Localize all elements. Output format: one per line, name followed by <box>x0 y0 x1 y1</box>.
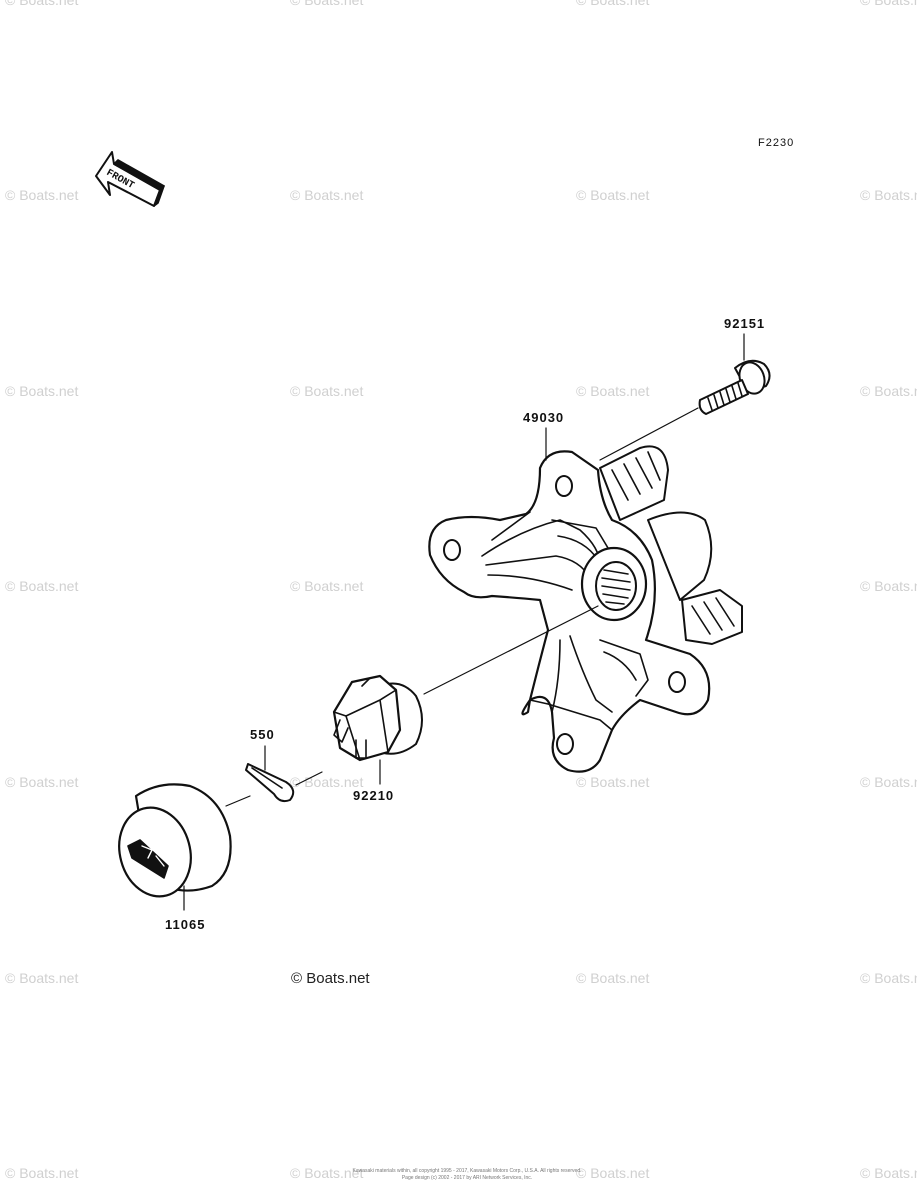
watermark: © Boats.net <box>290 383 364 399</box>
part-label-49030[interactable]: 49030 <box>523 410 565 425</box>
watermark: © Boats.net <box>290 578 364 594</box>
assembly-lines <box>183 333 745 911</box>
front-arrow-icon: FRONT <box>95 151 165 207</box>
diagram-reference: F2230 <box>758 137 795 149</box>
watermark: © Boats.net <box>290 187 364 203</box>
watermark: © Boats.net <box>576 1165 650 1181</box>
cotter-pin-550 <box>245 763 295 803</box>
watermark: © Boats.net <box>576 0 650 8</box>
watermark: © Boats.net <box>576 187 650 203</box>
watermark: © Boats.net <box>5 383 79 399</box>
copyright-notice: Kawasaki materials within, all copyright… <box>352 1168 582 1181</box>
watermark: © Boats.net <box>860 970 917 986</box>
watermark: © Boats.net <box>5 1165 79 1181</box>
watermark: © Boats.net <box>5 970 79 986</box>
castle-nut-92210 <box>332 674 423 762</box>
watermark: © Boats.net <box>576 383 650 399</box>
watermark: © Boats.net <box>5 774 79 790</box>
watermark: © Boats.net <box>5 0 79 8</box>
watermark: © Boats.net <box>290 1165 364 1181</box>
boats-net-watermark: © Boats.net <box>291 970 370 987</box>
part-label-92210[interactable]: 92210 <box>353 788 395 803</box>
watermark: © Boats.net <box>576 774 650 790</box>
part-label-550[interactable]: 550 <box>250 727 275 742</box>
watermark: © Boats.net <box>860 187 917 203</box>
part-label-92151[interactable]: 92151 <box>724 316 766 331</box>
hub-cap-11065 <box>118 783 232 898</box>
hub-49030 <box>428 445 743 773</box>
watermark: © Boats.net <box>860 0 917 8</box>
watermark: © Boats.net <box>860 578 917 594</box>
watermark: © Boats.net <box>576 970 650 986</box>
watermark: © Boats.net <box>860 774 917 790</box>
watermark: © Boats.net <box>860 383 917 399</box>
hub-bolt-92151 <box>698 359 771 415</box>
watermark: © Boats.net <box>290 774 364 790</box>
part-label-11065[interactable]: 11065 <box>165 917 206 932</box>
watermark: © Boats.net <box>5 578 79 594</box>
watermark: © Boats.net <box>860 1165 917 1181</box>
watermark: © Boats.net <box>290 0 364 8</box>
watermark: © Boats.net <box>5 187 79 203</box>
